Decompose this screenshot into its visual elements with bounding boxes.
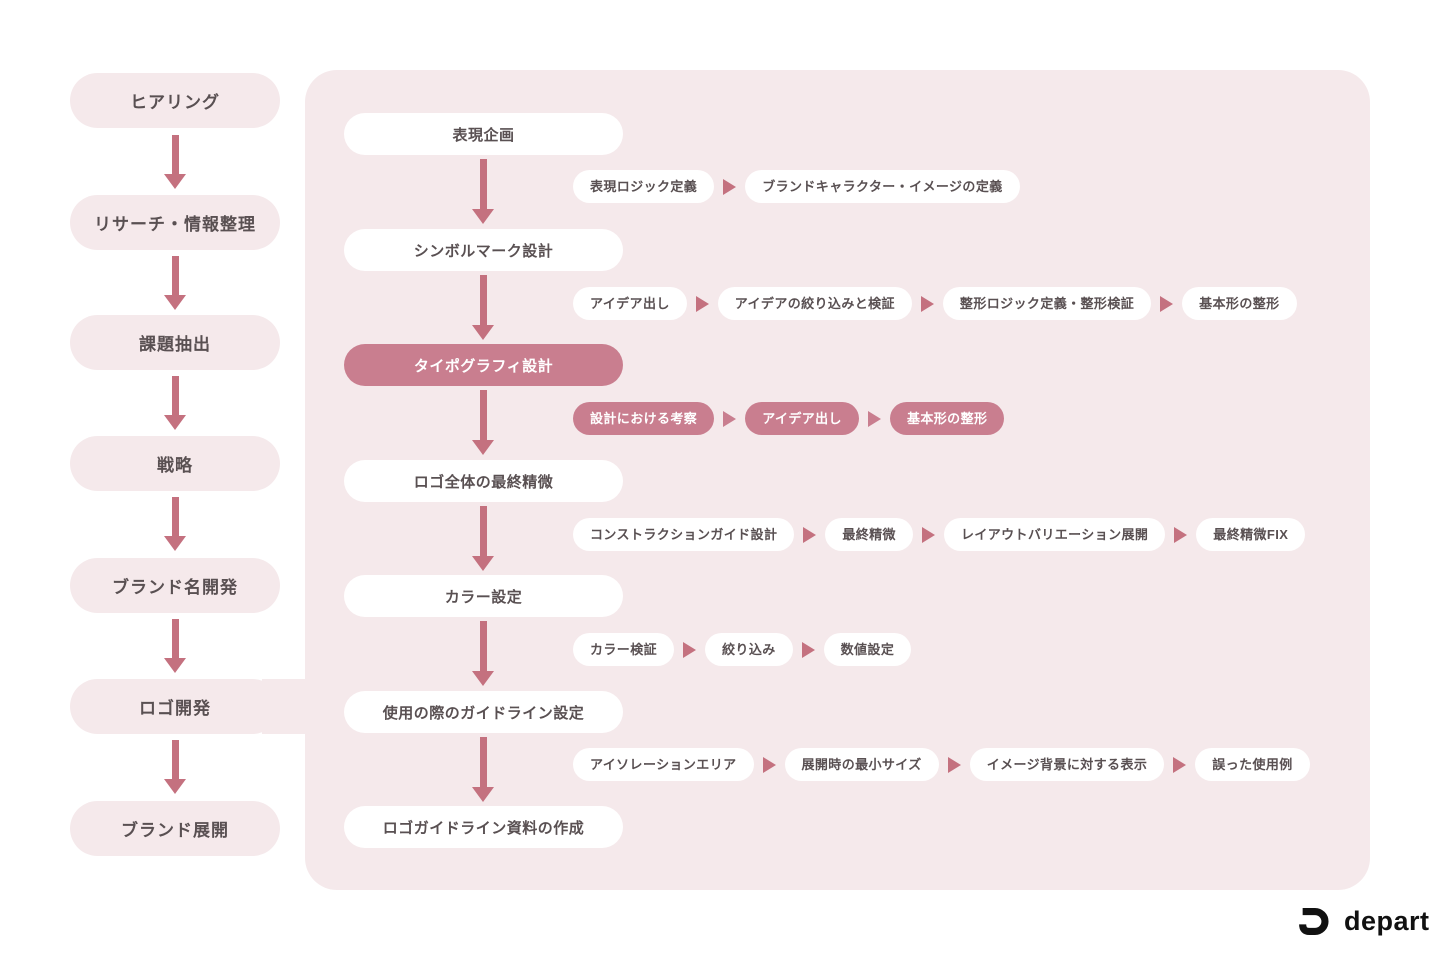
substep: 数値設定 [823, 633, 912, 666]
right-arrow-icon [1160, 295, 1174, 312]
depart-d-icon [1299, 907, 1329, 936]
right-arrow-icon [920, 295, 934, 312]
substeps-final-refinement: コンストラクションガイド設計 最終精微 レイアウトバリエーション展開 最終精微F… [573, 518, 1306, 551]
substep: 絞り込み [705, 633, 793, 666]
down-arrow-icon [472, 737, 494, 802]
substep: 最終精微FIX [1196, 518, 1306, 551]
substep: コンストラクションガイド設計 [573, 518, 795, 551]
substeps-color-setting: カラー検証 絞り込み 数値設定 [573, 633, 912, 666]
substep: 基本形の整形 [889, 402, 1005, 435]
stage-usage-guidelines: 使用の際のガイドライン設定 [344, 691, 623, 733]
stage-guideline-document: ロゴガイドライン資料の作成 [344, 806, 623, 848]
substep: 最終精微 [825, 518, 913, 551]
sidebar-item-logo-development: ロゴ開発 [70, 679, 280, 734]
substeps-typography-design: 設計における考察 アイデア出し 基本形の整形 [573, 402, 1005, 435]
down-arrow-icon [472, 275, 494, 340]
substep: アイデア出し [573, 287, 687, 320]
right-arrow-icon [867, 410, 881, 427]
substep: アイソレーションエリア [573, 748, 754, 781]
substep: イメージ背景に対する表示 [969, 748, 1165, 781]
substep: 誤った使用例 [1195, 748, 1310, 781]
down-arrow-icon [164, 256, 186, 310]
substeps-usage-guidelines: アイソレーションエリア 展開時の最小サイズ イメージ背景に対する表示 誤った使用… [573, 748, 1310, 781]
substeps-expression-planning: 表現ロジック定義 ブランドキャラクター・イメージの定義 [573, 170, 1020, 203]
sidebar-item-issue-extraction: 課題抽出 [70, 315, 280, 370]
down-arrow-icon [472, 390, 494, 455]
stage-final-refinement: ロゴ全体の最終精微 [344, 460, 623, 502]
substep: 設計における考察 [573, 402, 715, 435]
right-arrow-icon [723, 178, 737, 195]
right-arrow-icon [723, 410, 737, 427]
right-arrow-icon [803, 526, 817, 543]
substep: アイデアの絞り込みと検証 [717, 287, 912, 320]
down-arrow-icon [472, 159, 494, 224]
down-arrow-icon [472, 506, 494, 571]
stage-color-setting: カラー設定 [344, 575, 623, 617]
substep: 展開時の最小サイズ [784, 748, 939, 781]
brand-logo: depart [1296, 902, 1430, 940]
down-arrow-icon [472, 621, 494, 686]
substep: 表現ロジック定義 [573, 170, 715, 203]
sidebar-item-brand-rollout: ブランド展開 [70, 801, 280, 856]
right-arrow-icon [947, 756, 961, 773]
substep: アイデア出し [745, 402, 859, 435]
right-arrow-icon [1173, 756, 1187, 773]
sidebar-item-strategy: 戦略 [70, 436, 280, 491]
stage-expression-planning: 表現企画 [344, 113, 623, 155]
right-arrow-icon [683, 641, 697, 658]
substep: 基本形の整形 [1182, 287, 1297, 320]
stage-symbol-mark-design: シンボルマーク設計 [344, 229, 623, 271]
down-arrow-icon [164, 740, 186, 794]
right-arrow-icon [801, 641, 815, 658]
down-arrow-icon [164, 497, 186, 551]
down-arrow-icon [164, 619, 186, 673]
right-arrow-icon [695, 295, 709, 312]
substep: ブランドキャラクター・イメージの定義 [745, 170, 1020, 203]
stage-typography-design: タイポグラフィ設計 [344, 344, 623, 386]
sidebar-item-research: リサーチ・情報整理 [70, 195, 280, 250]
substeps-symbol-mark-design: アイデア出し アイデアの絞り込みと検証 整形ロジック定義・整形検証 基本形の整形 [573, 287, 1297, 320]
brand-name: depart [1344, 905, 1430, 936]
right-arrow-icon [921, 526, 935, 543]
right-arrow-icon [762, 756, 776, 773]
logo-development-panel: 表現企画 シンボルマーク設計 タイポグラフィ設計 ロゴ全体の最終精微 カラー設定… [305, 70, 1370, 890]
substep: カラー検証 [573, 633, 675, 666]
sidebar-item-brand-naming: ブランド名開発 [70, 558, 280, 613]
substep: 整形ロジック定義・整形検証 [942, 287, 1152, 320]
right-arrow-icon [1174, 526, 1188, 543]
down-arrow-icon [164, 376, 186, 430]
sidebar-item-hearing: ヒアリング [70, 73, 280, 128]
substep: レイアウトバリエーション展開 [943, 518, 1166, 551]
down-arrow-icon [164, 135, 186, 189]
